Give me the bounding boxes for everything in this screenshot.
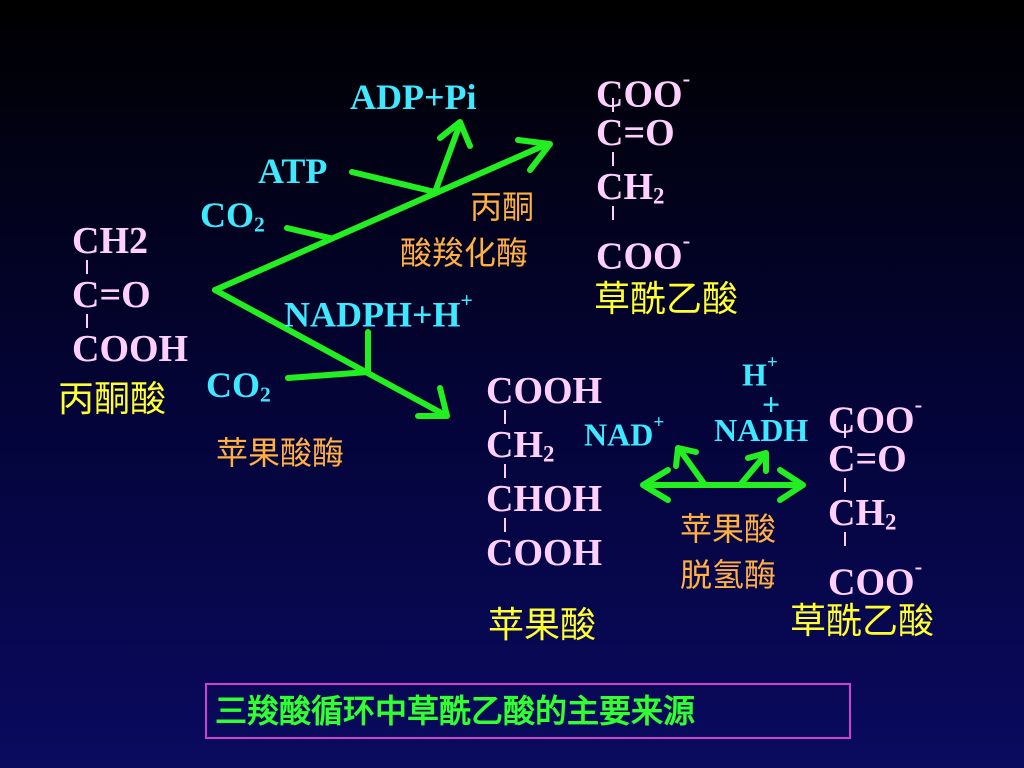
pyruvate-co: C=O [72, 274, 151, 316]
nadh-label: NADH [714, 412, 809, 448]
atp-line [349, 169, 438, 195]
pyruvate-carboxylase-line1: 丙酮 [470, 188, 535, 226]
co2-bottom-line [285, 369, 371, 381]
caption-text: 三羧酸循环中草酰乙酸的主要来源 [215, 692, 696, 730]
bond [844, 478, 846, 492]
oaa-bottom-co: C=O [828, 438, 907, 480]
mdh-line2: 脱氢酶 [680, 556, 777, 594]
malate-name: 苹果酸 [488, 605, 597, 646]
nad-arrow-head [673, 445, 699, 469]
plus-label: + [762, 386, 781, 422]
pyruvate-ch2: CH2 [72, 220, 148, 262]
atp-label: ATP [258, 151, 328, 191]
oaa-bottom-name: 草酰乙酸 [790, 601, 935, 642]
adp-pi-label: ADP+Pi [350, 77, 477, 117]
co2-top-label: CO2 [200, 195, 265, 237]
oaa-top-coo2: COO- [596, 228, 691, 278]
bond [612, 98, 614, 112]
oaa-bottom-ch2: CH2 [828, 492, 897, 535]
oaa-top-ch2: CH2 [596, 166, 665, 209]
nadh-arrow [737, 452, 768, 488]
nad-arrow [677, 447, 708, 488]
bond [504, 410, 506, 424]
bond [86, 314, 88, 328]
malic-enzyme-label: 苹果酸酶 [216, 434, 345, 472]
bond [844, 532, 846, 546]
mdh-line1: 苹果酸 [680, 510, 777, 548]
nadh-arrow-head [745, 450, 769, 474]
arrow-to-malate-head [415, 385, 450, 419]
oaa-top-co: C=O [596, 112, 675, 154]
nad-plus-label: NAD+ [584, 412, 665, 453]
bond [86, 260, 88, 274]
h-plus-label: H+ [742, 352, 778, 393]
co2-bottom-label: CO2 [206, 365, 271, 407]
bond [504, 464, 506, 478]
mdh-left-head [640, 467, 671, 503]
arrow-to-oxaloacetate-head [515, 137, 553, 173]
caption-box: 三羧酸循环中草酰乙酸的主要来源 [205, 683, 851, 739]
adp-arrow-head [437, 119, 473, 149]
bond [504, 518, 506, 532]
oaa-top-name: 草酰乙酸 [594, 279, 739, 320]
arrow-to-oxaloacetate [212, 142, 548, 293]
adp-arrow [432, 121, 463, 195]
mdh-right-head [777, 467, 806, 503]
pyruvate-name: 丙酮酸 [58, 379, 167, 420]
oaa-top-coo: COO- [596, 66, 691, 116]
bond [612, 152, 614, 166]
malate-cooh: COOH [486, 370, 603, 412]
oaa-bottom-coo: COO- [828, 392, 923, 442]
nadph-label: NADPH+H+ [284, 288, 473, 335]
co2-top-line [284, 225, 333, 241]
malate-cooh2: COOH [486, 532, 603, 574]
bond [612, 206, 614, 220]
arrow-to-malate [212, 287, 448, 418]
pyruvate-carboxylase-line2: 酸羧化酶 [400, 234, 529, 272]
malate-ch2: CH2 [486, 424, 555, 467]
bond [844, 424, 846, 438]
oaa-bottom-coo2: COO- [828, 554, 923, 604]
pyruvate-cooh: COOH [72, 328, 189, 370]
malate-choh: CHOH [486, 478, 603, 520]
